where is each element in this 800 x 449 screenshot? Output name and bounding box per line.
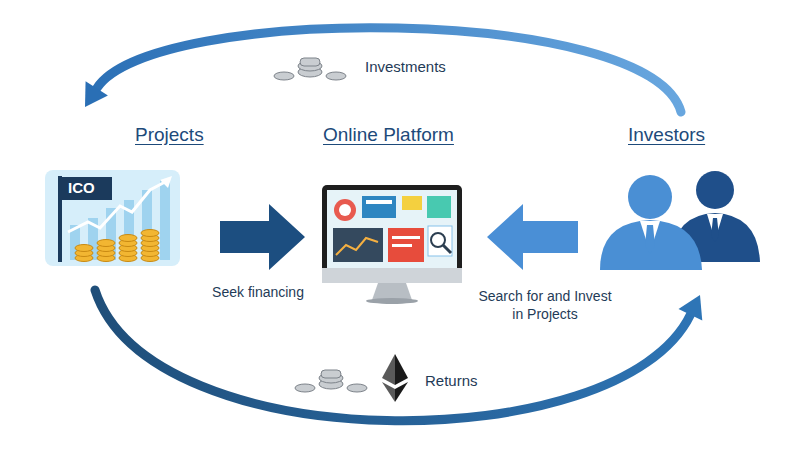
node-heading: Investors <box>628 124 705 146</box>
coin-icon <box>274 58 346 80</box>
flag-label: ICO <box>68 179 95 196</box>
diagram-node: Investors <box>590 120 765 275</box>
flow-arrow <box>220 204 305 270</box>
diagram-node: Projects <box>40 120 215 272</box>
diagram-node: Online Platform <box>315 120 475 305</box>
ether-icon <box>382 354 408 402</box>
node-heading: Online Platform <box>323 124 454 146</box>
flow-arrow <box>95 290 702 421</box>
edge-label: Returns <box>425 372 495 391</box>
edge-label: Investments <box>365 58 475 77</box>
flow-arrow <box>85 28 681 112</box>
node-heading: Projects <box>135 124 204 146</box>
ico-chart-illustration <box>45 170 180 266</box>
flow-arrow <box>487 204 578 270</box>
edge-label: Search for and Invest in Projects <box>478 288 612 323</box>
investor-figures <box>600 171 760 270</box>
computer-monitor <box>322 185 462 304</box>
edge-label: Seek financing <box>200 284 316 302</box>
coin-icon <box>295 370 367 392</box>
